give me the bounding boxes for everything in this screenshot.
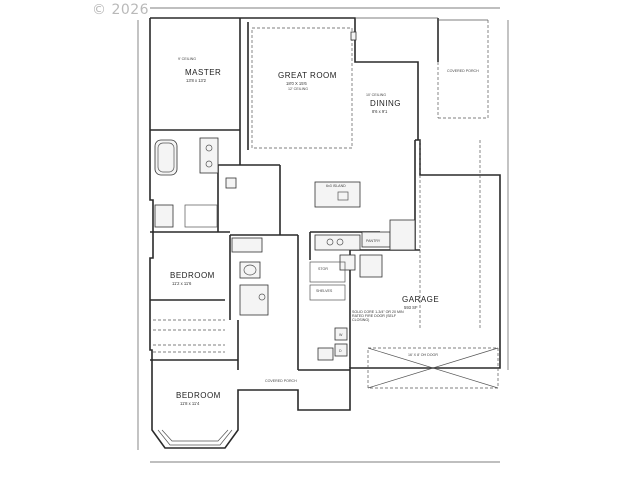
closet-shelves	[153, 319, 225, 353]
laundry	[317, 327, 348, 361]
garage-door-label: 16' X 8' OH DOOR	[408, 353, 438, 357]
bay-window	[157, 429, 233, 446]
bath-2-fixtures	[231, 237, 269, 316]
master-bath-fixtures	[154, 137, 237, 228]
bedroom-1-label: BEDROOM	[170, 271, 215, 280]
dryer-label: D	[339, 349, 342, 353]
bedroom-2-size: 11'8 x 11'4	[180, 401, 200, 406]
dining-label: DINING	[370, 99, 401, 108]
great-room-size: 18'0 X 15'6	[286, 81, 307, 86]
covered-porch-rear-label: COVERED PORCH	[447, 69, 479, 73]
solid-core-note: SOLID CORE 1-3/4" OR 20 MIN RATED FIRE D…	[352, 310, 404, 323]
covered-porch-front-label: COVERED PORCH	[265, 379, 297, 383]
shelves-label: SHELVES	[316, 289, 333, 293]
kitchen	[309, 181, 416, 301]
storage-label: STOR	[318, 267, 328, 271]
dining-size: 8'6 x 9'1	[372, 109, 388, 114]
great-room-label: GREAT ROOM	[278, 71, 337, 80]
ceiling-9-label: 9' CEILING	[178, 57, 196, 61]
pantry-label: PANTRY	[366, 239, 381, 243]
dimension-lines	[137, 7, 509, 463]
garage-label: GARAGE	[402, 295, 439, 304]
garage	[367, 140, 499, 389]
ceiling-10-label: 10' CEILING	[366, 93, 386, 97]
solid-core-note-wrap: SOLID CORE 1-3/4" OR 20 MIN RATED FIRE D…	[352, 310, 404, 323]
island-label: 6x3 ISLAND	[326, 184, 346, 188]
great-room-ceiling-label: 12' CEILING	[288, 87, 308, 91]
bedroom-1-size: 11'2 x 11'6	[172, 281, 192, 286]
master-size: 13'8 x 13'2	[186, 78, 207, 83]
washer-label: W	[339, 333, 343, 337]
bedroom-2-label: BEDROOM	[176, 391, 221, 400]
great-room-ceiling	[251, 27, 357, 149]
exterior-walls	[149, 17, 501, 449]
copyright-watermark: © 2026	[92, 2, 150, 18]
garage-size: 593 SF	[404, 305, 418, 310]
master-label: MASTER	[185, 68, 221, 77]
